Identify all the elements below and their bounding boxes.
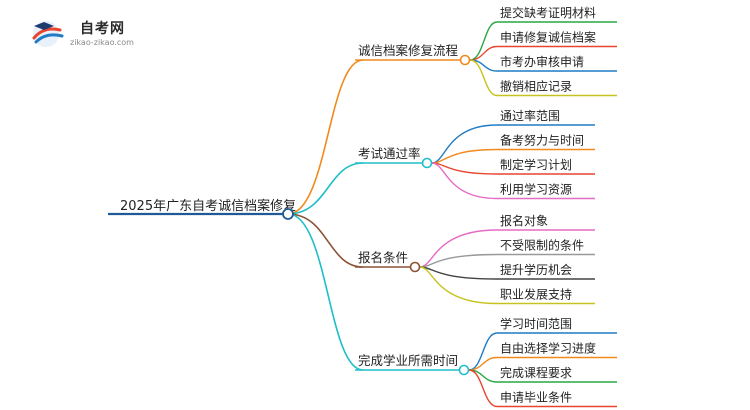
branch-node[interactable] (458, 364, 470, 376)
leaf-label: 完成课程要求 (500, 365, 572, 380)
branch-node[interactable] (409, 261, 421, 273)
leaf-label: 市考办审核申请 (500, 54, 584, 69)
leaf-label: 职业发展支持 (500, 287, 572, 302)
leaf-label: 申请修复诚信档案 (500, 30, 596, 45)
mind-map-nodes: 2025年广东自考诚信档案修复 诚信档案修复流程 提交缺考证明材料申请修复诚信档案… (120, 5, 596, 405)
leaf-label: 通过率范围 (500, 108, 560, 123)
leaf-label: 报名对象 (500, 213, 548, 228)
root-node[interactable] (282, 208, 294, 220)
branch-label: 诚信档案修复流程 (358, 43, 459, 58)
branch-node[interactable] (421, 157, 433, 169)
leaf-label: 自由选择学习进度 (500, 341, 596, 356)
leaf-label: 提交缺考证明材料 (500, 5, 596, 20)
leaf-label: 提升学历机会 (500, 262, 572, 277)
leaf-label: 撤销相应记录 (500, 79, 572, 94)
leaf-label: 不受限制的条件 (500, 238, 584, 253)
leaf-label: 申请毕业条件 (500, 391, 572, 405)
leaf-label: 利用学习资源 (500, 182, 572, 197)
graduation-cap-icon (32, 21, 64, 47)
branch-node[interactable] (459, 54, 471, 66)
logo-name: 自考网 (80, 21, 125, 37)
site-logo[interactable]: 自考网 zikao-zikao.com (28, 16, 148, 50)
branch-label: 完成学业所需时间 (358, 353, 458, 368)
branch-label: 报名条件 (358, 250, 408, 265)
connector-lines (108, 21, 617, 408)
branch-label: 考试通过率 (358, 146, 421, 161)
leaf-label: 制定学习计划 (500, 157, 572, 172)
leaf-label: 学习时间范围 (500, 316, 572, 331)
leaf-label: 备考努力与时间 (500, 133, 584, 148)
logo-url: zikao-zikao.com (70, 38, 134, 47)
root-label: 2025年广东自考诚信档案修复 (120, 199, 296, 214)
